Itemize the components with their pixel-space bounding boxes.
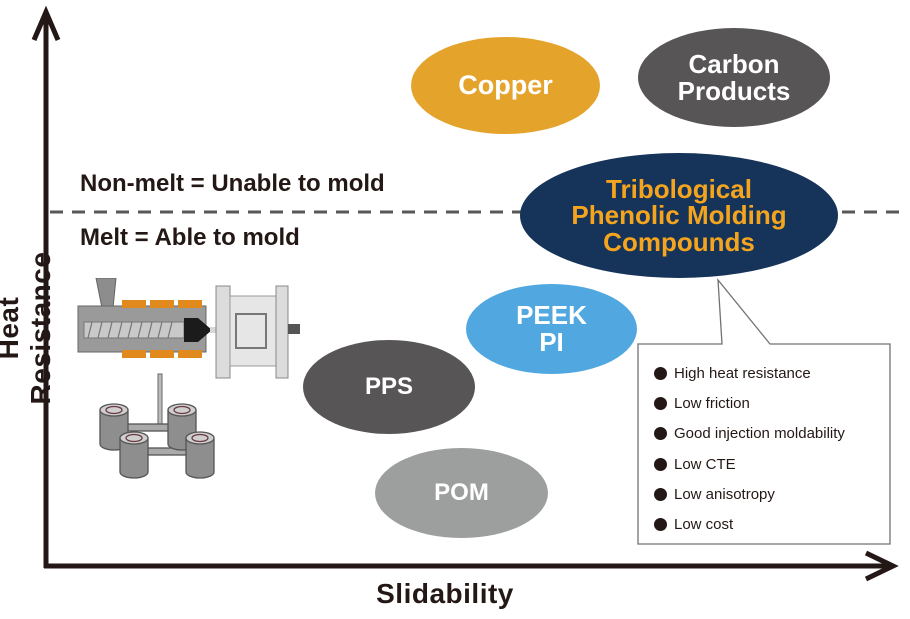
material-bubble-tribological-phenolic: Tribological Phenolic Molding Compounds bbox=[520, 153, 838, 278]
material-bubble-copper: Copper bbox=[411, 37, 600, 134]
bullet-icon bbox=[654, 366, 667, 380]
y-axis-label: Heat Resistance bbox=[0, 251, 56, 405]
feature-text: Low cost bbox=[674, 516, 734, 534]
feature-list: High heat resistance Low friction Good i… bbox=[654, 358, 845, 540]
feature-item: Low CTE bbox=[654, 449, 845, 479]
material-bubble-peek-pi: PEEK PI bbox=[466, 284, 637, 374]
bullet-icon bbox=[654, 427, 667, 441]
bubble-label: Carbon bbox=[688, 48, 780, 79]
non-melt-label: Non-melt = Unable to mold bbox=[80, 170, 385, 197]
feature-item: Low friction bbox=[654, 388, 845, 418]
bubble-label: Compounds bbox=[603, 226, 755, 257]
bubble-label: Tribological bbox=[606, 173, 752, 204]
feature-text: Low friction bbox=[674, 394, 750, 412]
bubble-label: Phenolic Molding bbox=[571, 200, 787, 231]
melt-label: Melt = Able to mold bbox=[80, 224, 300, 251]
feature-item: Low cost bbox=[654, 509, 845, 539]
feature-item: Good injection moldability bbox=[654, 419, 845, 449]
bubble-label: POM bbox=[434, 478, 489, 506]
material-bubble-carbon-products: Carbon Products bbox=[638, 28, 830, 127]
feature-text: High heat resistance bbox=[674, 364, 811, 382]
feature-item: High heat resistance bbox=[654, 358, 845, 388]
material-bubble-pps: PPS bbox=[303, 340, 475, 434]
x-axis-arrowhead bbox=[864, 550, 899, 582]
bullet-icon bbox=[654, 396, 667, 410]
bullet-icon bbox=[654, 457, 667, 471]
bubble-label: Copper bbox=[458, 69, 553, 100]
injection-molding-machine-icon bbox=[77, 278, 300, 479]
feature-text: Low anisotropy bbox=[674, 485, 775, 503]
bubble-label: Products bbox=[677, 75, 791, 106]
feature-text: Good injection moldability bbox=[674, 425, 845, 443]
feature-text: Low CTE bbox=[674, 455, 736, 473]
bubble-label: PPS bbox=[364, 372, 414, 400]
y-axis-arrowhead bbox=[31, 5, 61, 41]
feature-item: Low anisotropy bbox=[654, 479, 845, 509]
material-bubble-pom: POM bbox=[375, 448, 548, 538]
x-axis-label: Slidability bbox=[376, 578, 514, 609]
bubble-label: PI bbox=[539, 327, 564, 357]
bullet-icon bbox=[654, 518, 667, 532]
bubble-label: PEEK bbox=[516, 300, 587, 331]
bullet-icon bbox=[654, 487, 667, 501]
